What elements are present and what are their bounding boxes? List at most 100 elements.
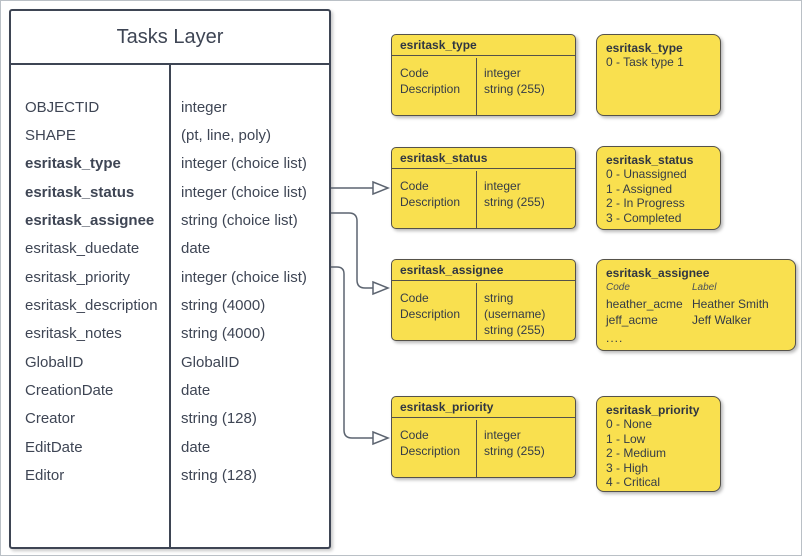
field-row: CreationDate date — [11, 376, 329, 404]
arrowhead-priority — [372, 430, 391, 446]
description-type: string (255) — [484, 322, 545, 337]
field-row: esritask_type integer (choice list) — [11, 150, 329, 178]
field-type: string (4000) — [181, 325, 266, 343]
description-label: Description — [400, 81, 461, 96]
field-name: esritask_duedate — [25, 240, 140, 258]
schema-box-title: esritask_assignee — [392, 260, 575, 281]
field-row: Editor string (128) — [11, 461, 329, 489]
field-name: esritask_priority — [25, 268, 131, 286]
schema-box-esritask-status: esritask_status Code Description integer… — [391, 147, 576, 229]
values-box-esritask-status: esritask_status 0 - Unassigned 1 - Assig… — [596, 146, 721, 230]
values-box-title: esritask_status — [606, 153, 694, 167]
value-line: 3 - High — [606, 460, 649, 475]
field-name: OBJECTID — [25, 98, 100, 116]
field-name: Creator — [25, 410, 76, 428]
value-line: 4 - Critical — [606, 475, 661, 490]
field-type: date — [181, 438, 211, 456]
schema-box-title: esritask_priority — [392, 397, 575, 418]
arrowhead-assignee — [372, 280, 391, 296]
values-box-esritask-priority: esritask_priority 0 - None 1 - Low 2 - M… — [596, 396, 721, 492]
field-name: esritask_notes — [25, 325, 122, 343]
description-type: string (255) — [484, 443, 545, 458]
value-line: 0 - Unassigned — [606, 167, 687, 182]
assignee-code: heather_acme — [606, 296, 683, 311]
code-type: integer — [484, 65, 521, 80]
field-type: string (4000) — [181, 297, 266, 315]
field-row: EditDate date — [11, 433, 329, 461]
assignee-code-column-header: Code — [606, 282, 630, 294]
field-name: esritask_type — [25, 155, 121, 173]
field-type: string (128) — [181, 410, 257, 428]
arrowhead-status — [372, 180, 391, 196]
schema-box-esritask-priority: esritask_priority Code Description integ… — [391, 396, 576, 478]
values-box-esritask-type: esritask_type 0 - Task type 1 — [596, 34, 721, 116]
schema-box-title: esritask_type — [392, 35, 575, 56]
description-type: string (255) — [484, 194, 545, 209]
tasks-layer-table: Tasks Layer OBJECTID integer SHAPE (pt, li… — [9, 9, 331, 549]
assignee-label: Heather Smith — [692, 296, 769, 311]
field-name: esritask_assignee — [25, 212, 155, 230]
field-type: date — [181, 382, 211, 400]
field-type: integer — [181, 98, 227, 116]
assignee-label-column-header: Label — [692, 282, 717, 294]
schema-box-esritask-assignee: esritask_assignee Code Description strin… — [391, 259, 576, 341]
description-label: Description — [400, 443, 461, 458]
schema-box-title: esritask_status — [392, 148, 575, 169]
field-type: integer (choice list) — [181, 268, 307, 286]
field-row: esritask_duedate date — [11, 235, 329, 263]
values-box-title: esritask_assignee — [606, 266, 710, 280]
code-label: Code — [400, 65, 429, 80]
field-row: esritask_status integer (choice list) — [11, 178, 329, 206]
values-box-esritask-assignee: esritask_assignee Code Label heather_acm… — [596, 259, 796, 351]
code-label: Code — [400, 427, 429, 442]
field-type: integer (choice list) — [181, 183, 307, 201]
schema-box-esritask-type: esritask_type Code Description integer s… — [391, 34, 576, 116]
value-line: 3 - Completed — [606, 210, 682, 225]
connector-assignee — [331, 212, 373, 289]
column-divider — [169, 65, 171, 547]
assignee-row: jeff_acme Jeff Walker — [606, 312, 786, 328]
assignee-label: Jeff Walker — [692, 312, 752, 327]
field-name: GlobalID — [25, 353, 84, 371]
field-name: SHAPE — [25, 127, 76, 145]
value-line: 1 - Low — [606, 431, 646, 446]
field-type: (pt, line, poly) — [181, 127, 272, 145]
values-box-title: esritask_type — [606, 41, 683, 55]
field-row: esritask_description string (4000) — [11, 291, 329, 319]
field-name: Editor — [25, 467, 65, 485]
code-label: Code — [400, 290, 429, 305]
field-row: esritask_priority integer (choice list) — [11, 263, 329, 291]
field-row: SHAPE (pt, line, poly) — [11, 121, 329, 149]
field-row: Creator string (128) — [11, 405, 329, 433]
assignee-row: heather_acme Heather Smith — [606, 296, 786, 312]
values-box-title: esritask_priority — [606, 403, 700, 417]
field-rows: OBJECTID integer SHAPE (pt, line, poly) es… — [11, 65, 329, 490]
field-type: string (choice list) — [181, 212, 298, 230]
field-type: date — [181, 240, 211, 258]
field-name: CreationDate — [25, 382, 114, 400]
description-label: Description — [400, 306, 461, 321]
value-line: 0 - Task type 1 — [606, 55, 684, 70]
field-type: string (128) — [181, 467, 257, 485]
field-name: EditDate — [25, 438, 83, 456]
code-type: integer — [484, 178, 521, 193]
field-type: integer (choice list) — [181, 155, 307, 173]
description-type: string (255) — [484, 81, 545, 96]
assignee-ellipsis: .... — [606, 330, 624, 345]
tasks-layer-title: Tasks Layer — [11, 11, 329, 65]
field-row: esritask_assignee string (choice list) — [11, 206, 329, 234]
value-line: 0 - None — [606, 417, 653, 432]
assignee-code: jeff_acme — [606, 312, 658, 327]
code-label: Code — [400, 178, 429, 193]
field-row: OBJECTID integer — [11, 93, 329, 121]
field-name: esritask_description — [25, 297, 158, 315]
field-row: GlobalID GlobalID — [11, 348, 329, 376]
code-type: integer — [484, 427, 521, 442]
description-label: Description — [400, 194, 461, 209]
value-line: 1 - Assigned — [606, 181, 673, 196]
connector-priority — [331, 266, 373, 439]
code-type: string (username) — [484, 290, 546, 321]
field-name: esritask_status — [25, 183, 135, 201]
field-type: GlobalID — [181, 353, 240, 371]
